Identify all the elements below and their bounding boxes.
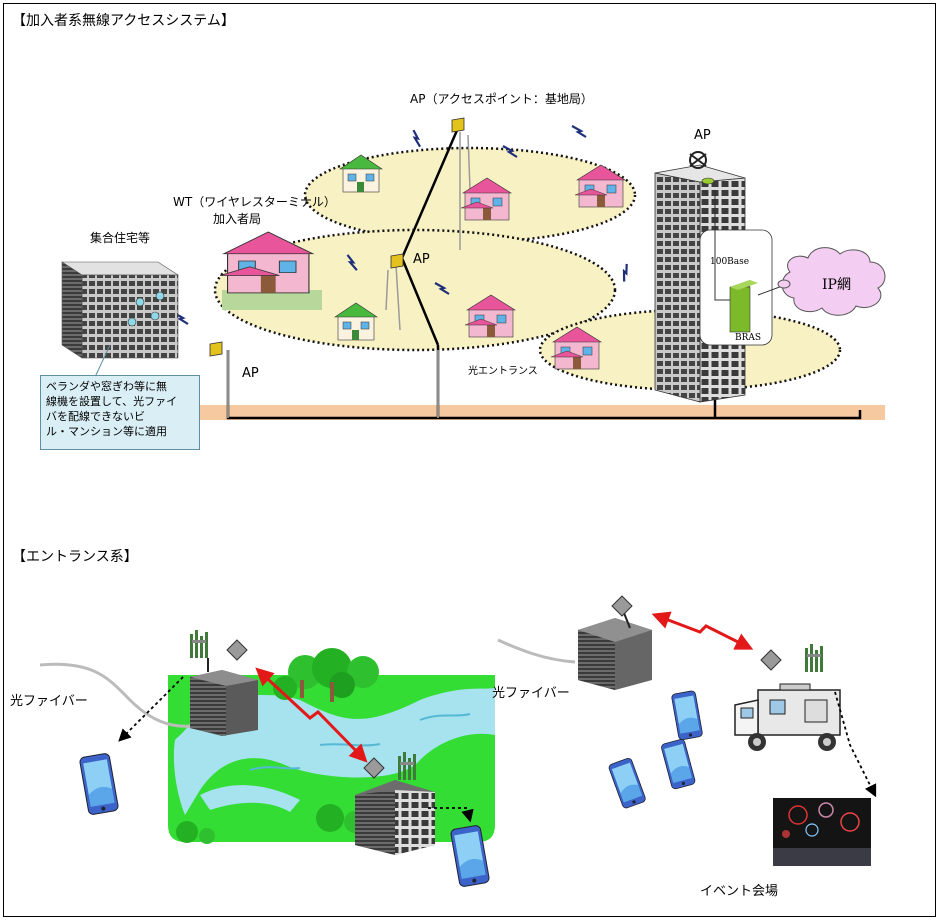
label-bras: BRAS bbox=[735, 333, 762, 343]
relay-building-icon bbox=[578, 612, 652, 690]
fiber-cable-right bbox=[497, 638, 576, 664]
label-ip-network: IP網 bbox=[822, 277, 851, 293]
ap-antenna-left bbox=[209, 341, 223, 357]
fiber-cable-left bbox=[39, 662, 193, 728]
label-100base: 100Base bbox=[710, 257, 750, 267]
radio-coverage-arrow bbox=[834, 691, 877, 798]
ap-antenna-top bbox=[451, 117, 465, 133]
label-ap-top: AP（アクセスポイント：基地局） bbox=[410, 92, 593, 106]
note-line: ル・マンション等に適用 bbox=[46, 425, 167, 438]
microwave-dish-icon bbox=[760, 649, 782, 671]
label-ap-left: AP bbox=[242, 366, 259, 381]
diagram-frame bbox=[3, 3, 936, 917]
label-ap-middle: AP bbox=[413, 252, 430, 267]
ip-network-cloud-icon bbox=[777, 247, 886, 316]
label-subscriber-station: 加入者局 bbox=[213, 212, 262, 226]
smartphone-icon bbox=[660, 738, 697, 791]
event-venue-photo bbox=[773, 798, 871, 866]
label-hikari-entrance: 光エントランス bbox=[468, 366, 538, 377]
label-multi-dwelling: 集合住宅等 bbox=[90, 231, 151, 245]
label-fiber-right: 光ファイバー bbox=[492, 686, 570, 701]
label-fiber-left: 光ファイバー bbox=[10, 694, 88, 709]
subscriber-house-icon bbox=[219, 231, 322, 310]
cell-antenna-icon bbox=[190, 630, 208, 658]
ap-antenna-middle bbox=[390, 253, 404, 269]
base-station-building-icon bbox=[190, 670, 258, 736]
microwave-dish-icon bbox=[226, 639, 248, 661]
bras-router-icon bbox=[729, 280, 758, 333]
note-line: バを配線できないビ bbox=[46, 410, 145, 423]
uplink-cable bbox=[714, 190, 735, 301]
radio-link-icon bbox=[570, 124, 588, 139]
mobile-base-truck-icon bbox=[734, 683, 841, 751]
note-callout: ベランダや窓ぎわ等に無 線機を設置して、光ファイ バを配線できないビ ル・マンシ… bbox=[40, 375, 200, 450]
support-poles bbox=[227, 132, 471, 418]
smartphone-icon bbox=[607, 756, 647, 810]
note-line: 線機を設置して、光ファイ bbox=[46, 395, 178, 408]
smartphone-icon bbox=[78, 752, 120, 816]
smartphone-icon bbox=[670, 689, 704, 741]
radio-link-icon bbox=[616, 262, 635, 283]
microwave-link-right bbox=[651, 611, 754, 650]
label-wt: WT（ワイヤレスターミナル） bbox=[173, 195, 336, 209]
base-station-building-icon bbox=[355, 780, 435, 855]
section-title-subscriber: 【加入者系無線アクセスシステム】 bbox=[12, 13, 235, 29]
note-line: ベランダや窓ぎわ等に無 bbox=[46, 380, 167, 393]
radio-coverage-arrow bbox=[118, 676, 184, 742]
radio-link-icon bbox=[406, 129, 427, 148]
note-pointer bbox=[94, 344, 111, 378]
section-title-entrance: 【エントランス系】 bbox=[12, 549, 138, 565]
microwave-link-left bbox=[255, 667, 368, 763]
radio-coverage-arrow bbox=[428, 807, 474, 823]
apartment-building-icon bbox=[60, 261, 180, 359]
cell-antenna-icon bbox=[805, 644, 823, 672]
label-event-venue: イベント会場 bbox=[700, 884, 779, 899]
label-ap-building: AP bbox=[694, 128, 711, 143]
microwave-dish-icon bbox=[611, 595, 633, 617]
